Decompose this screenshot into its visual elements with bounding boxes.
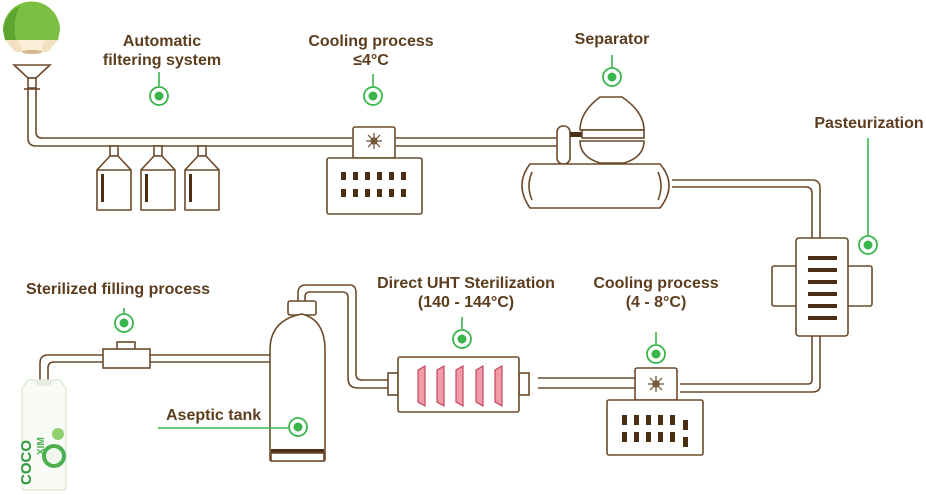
label-line: ≤4°C	[353, 52, 389, 69]
separator-unit	[521, 96, 821, 238]
marker-aseptic[interactable]	[158, 417, 308, 437]
label-line: Cooling process	[593, 275, 718, 292]
step-label-cooling-2: Cooling process (4 - 8°C)	[593, 275, 718, 311]
coconut-icon	[3, 1, 60, 54]
uht-sterilizer-unit	[297, 284, 530, 413]
filling-pipeline	[39, 341, 270, 380]
snowflake-icon	[366, 133, 382, 149]
filter-tank	[184, 145, 220, 211]
marker-cooling-1[interactable]	[363, 74, 383, 106]
step-label-aseptic: Aseptic tank	[166, 407, 261, 424]
step-label-separator: Separator	[575, 31, 650, 48]
vent-grid	[341, 172, 406, 197]
filter-tanks	[96, 145, 220, 211]
step-label-pasteurization: Pasteurization	[814, 115, 923, 132]
label-line: filtering system	[103, 52, 221, 69]
label-line: Sterilized filling process	[26, 281, 210, 298]
snowflake-icon	[648, 376, 664, 392]
cooling-unit-1	[326, 126, 423, 215]
marker-uht[interactable]	[452, 317, 472, 349]
carton-brand-top: COCO	[18, 440, 35, 485]
marker-pasteurization[interactable]	[858, 138, 878, 255]
step-label-cooling-1: Cooling process ≤4°C	[308, 33, 433, 69]
top-pipeline	[27, 88, 558, 147]
label-line: Cooling process	[308, 33, 433, 50]
label-line: (140 - 144°C)	[418, 294, 514, 311]
marker-separator[interactable]	[602, 55, 622, 87]
juice-carton-icon: COCO XIM	[18, 379, 67, 491]
label-line: Direct UHT Sterilization	[377, 275, 555, 292]
marker-filling[interactable]	[114, 308, 134, 333]
step-label-filling: Sterilized filling process	[26, 281, 210, 298]
marker-cooling-2[interactable]	[646, 332, 666, 364]
label-line: Separator	[575, 31, 650, 48]
step-label-uht: Direct UHT Sterilization (140 - 144°C)	[377, 275, 555, 311]
label-line: Pasteurization	[814, 115, 923, 132]
carton-brand-bottom: XIM	[36, 437, 47, 455]
step-label-filtering: Automatic filtering system	[103, 33, 221, 69]
label-line: Automatic	[123, 33, 201, 50]
filter-tank	[96, 145, 132, 211]
filter-tank	[140, 145, 176, 211]
label-line: (4 - 8°C)	[626, 294, 687, 311]
cooling-unit-2	[538, 367, 704, 456]
heating-plates	[417, 364, 503, 408]
funnel-icon	[11, 64, 53, 90]
label-line: Aseptic tank	[166, 407, 261, 424]
marker-filtering[interactable]	[149, 72, 169, 106]
pasteurizer-unit	[680, 237, 873, 393]
aseptic-tank-unit	[269, 300, 326, 462]
